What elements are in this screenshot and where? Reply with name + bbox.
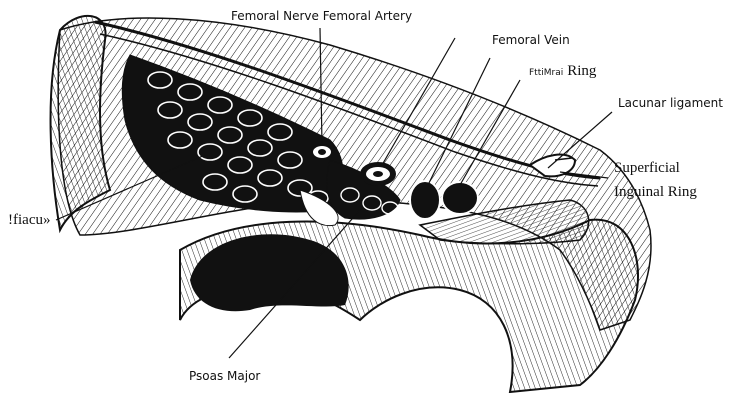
label-femoral-ring-word: Ring: [567, 63, 596, 79]
label-femoral-ring-prefix: FttiMrai: [529, 68, 563, 78]
label-femoral-ring: FttiMrai Ring: [529, 63, 596, 79]
label-superficial: Superficial: [614, 161, 680, 176]
label-femoral-vein: Femoral Vein: [492, 34, 570, 46]
label-femoral-nerve-artery: Femoral Nerve Femoral Artery: [231, 10, 412, 22]
label-iliacus: !fiacu»: [8, 213, 50, 228]
label-psoas-major: Psoas Major: [189, 370, 260, 382]
label-lacunar-ligament: Lacunar ligament: [618, 97, 723, 109]
femoral-ring: [442, 182, 478, 214]
label-inguinal-ring: Inguinal Ring: [614, 185, 697, 200]
femoral-vein: [410, 181, 440, 219]
